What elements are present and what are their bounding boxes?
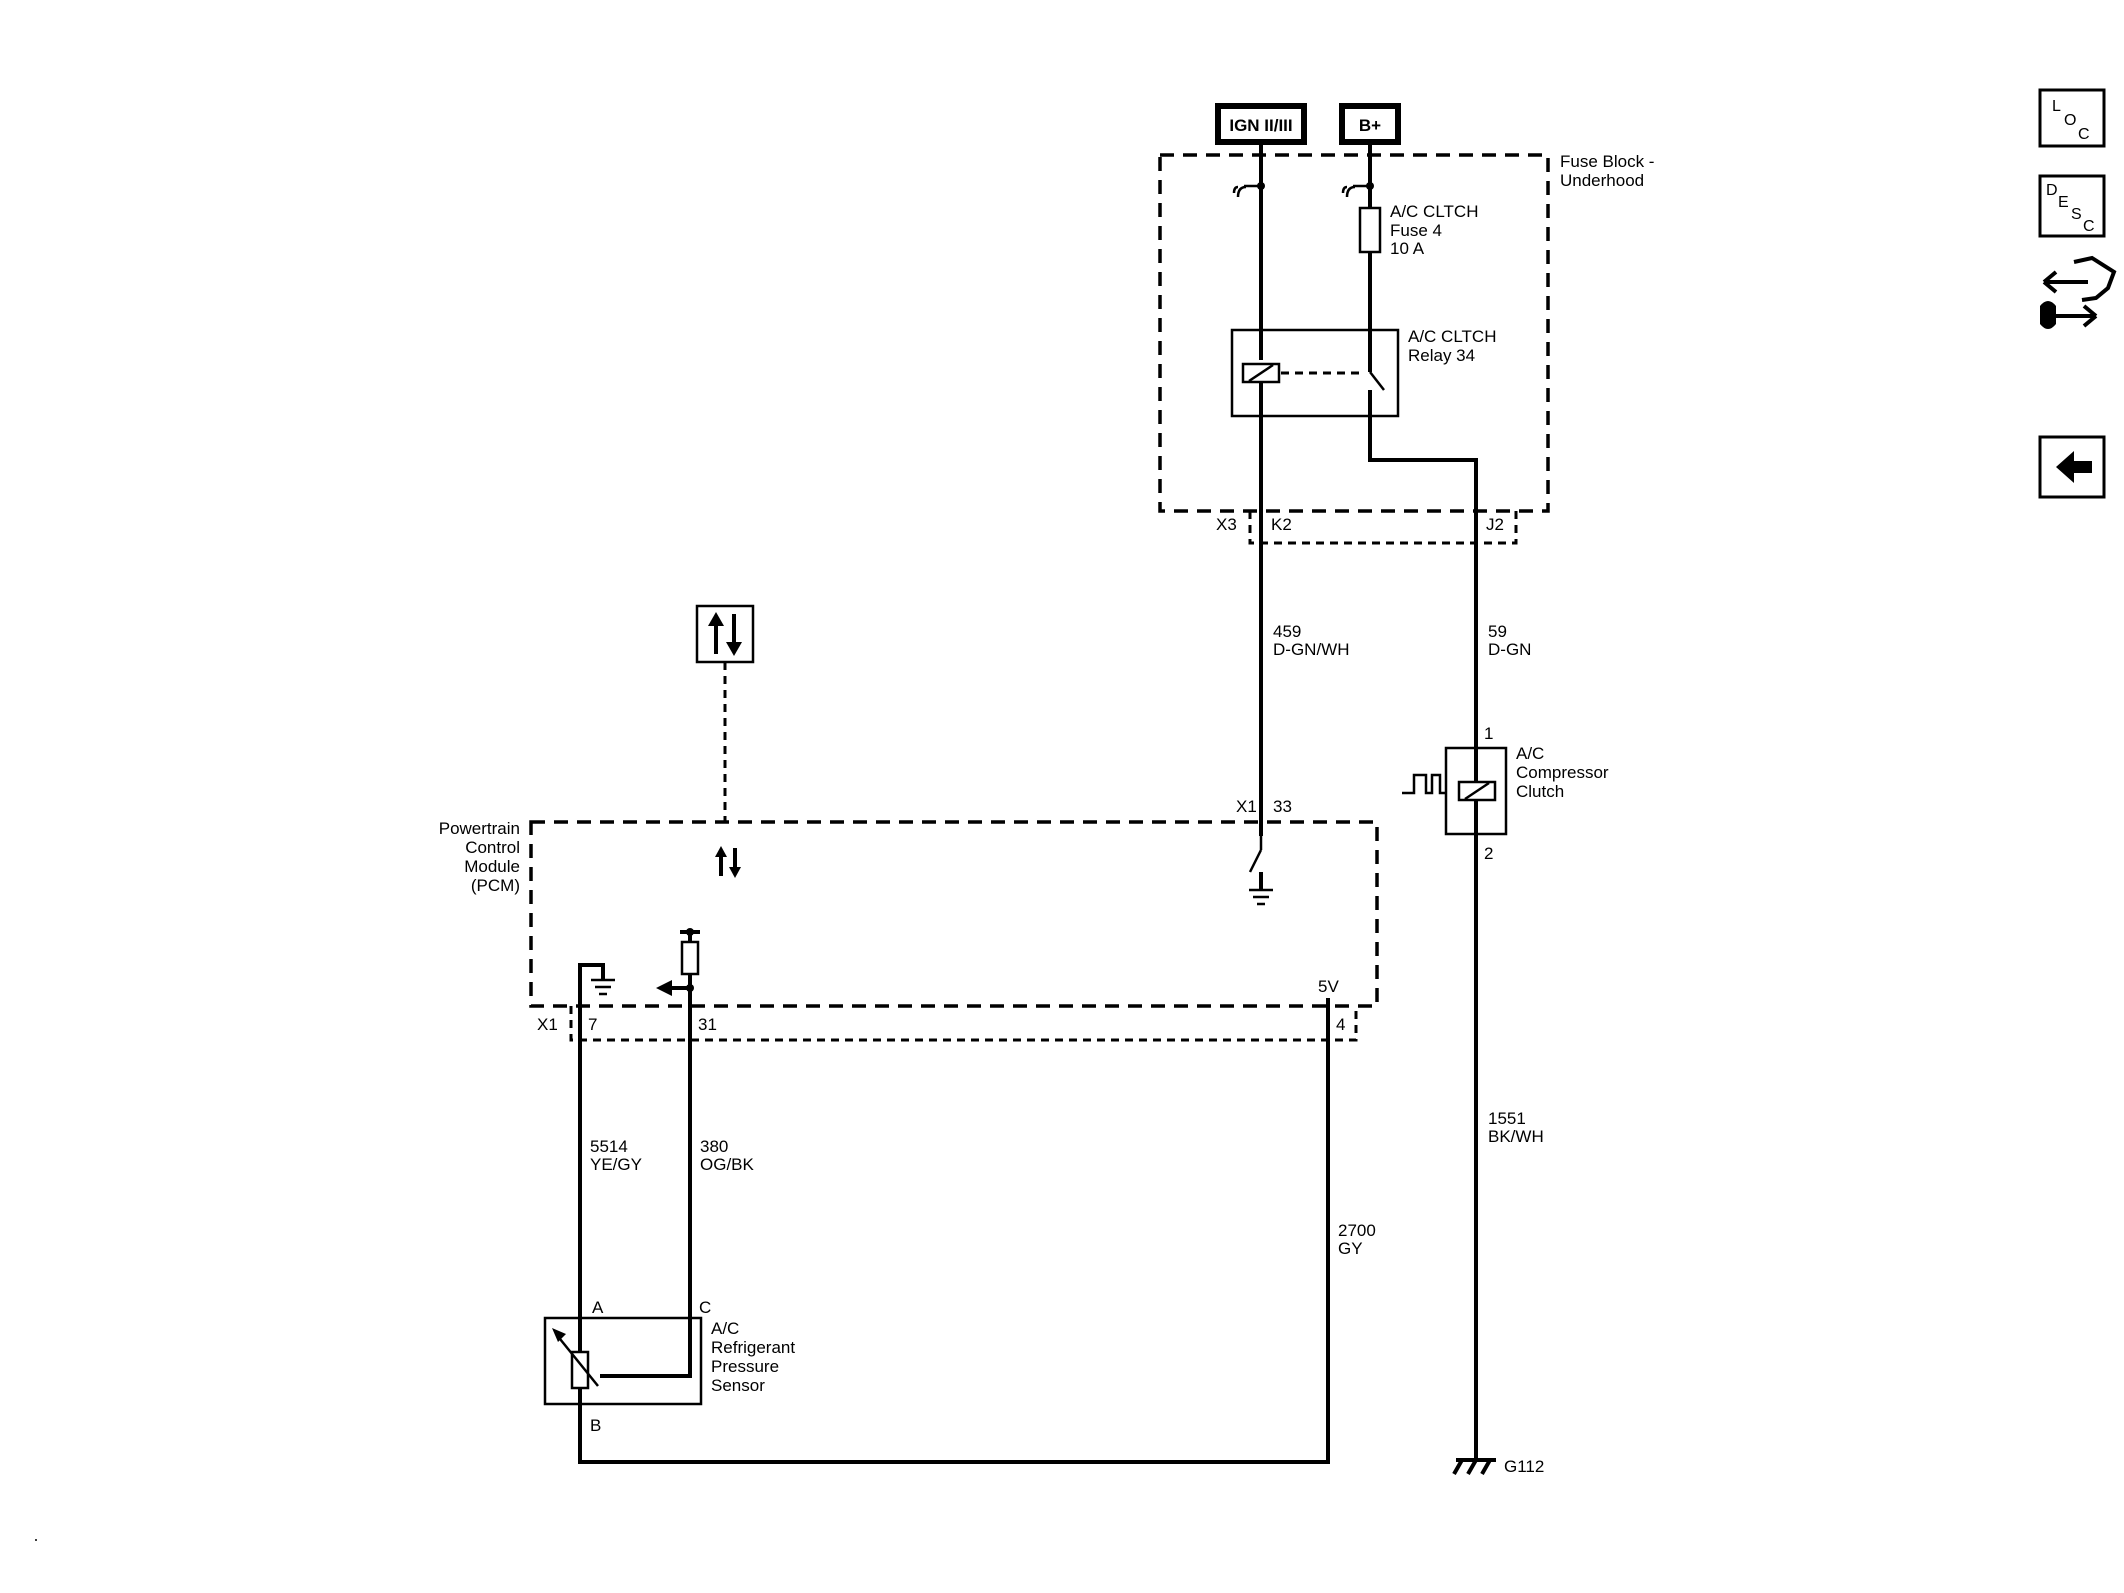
pcm-low-side-switch-icon (1248, 836, 1263, 873)
wire-380-color: OG/BK (700, 1155, 755, 1174)
clutch-label-2: Compressor (1516, 763, 1609, 782)
pin-k2-label: K2 (1271, 515, 1292, 534)
sensor-pin-c: C (699, 1298, 711, 1317)
pressure-sensor-outline (543, 1316, 703, 1406)
pcm-switch-ground-icon (1249, 888, 1273, 906)
serial-data-up-arrowhead (708, 612, 724, 626)
back-arrow-icon (2056, 451, 2092, 483)
ign-source-label: IGN II/III (1215, 103, 1307, 145)
corner-mark (35, 1539, 37, 1541)
clutch-symbol-icon (1402, 773, 1446, 795)
clutch-pin-2: 2 (1484, 844, 1493, 863)
sensor-variable-arrowhead (552, 1328, 566, 1342)
fuse-block-title-2: Underhood (1560, 171, 1644, 190)
batt-bus-bar-icon (1341, 184, 1370, 198)
fuse-icon (1358, 206, 1382, 254)
fuse-label-3: 10 A (1390, 239, 1425, 258)
wire-2700 (578, 1040, 1330, 1464)
wire-5514-number: 5514 (590, 1137, 628, 1156)
loc-letter-o: O (2064, 112, 2076, 129)
pcm-x1-bottom-label: X1 (537, 1015, 558, 1034)
desc-letter-e: E (2058, 194, 2069, 211)
pcm-label-4: (PCM) (471, 876, 520, 895)
clutch-pin-1: 1 (1484, 724, 1493, 743)
wire-459-number: 459 (1273, 622, 1301, 641)
wire-2700-number: 2700 (1338, 1221, 1376, 1240)
wire-59-color: D-GN (1488, 640, 1531, 659)
pcm-pin-33: 33 (1273, 797, 1292, 816)
pcm-connector-outline (569, 1006, 1358, 1042)
pcm-outline (529, 820, 1379, 1008)
sensor-variable-arrow-icon (555, 1333, 599, 1387)
serial-data-icon-box (695, 604, 755, 664)
description-nav-button[interactable]: D E S C (2038, 174, 2106, 238)
desc-letter-s: S (2071, 206, 2082, 223)
batt-splice-dot (1366, 182, 1374, 190)
ign-source-text: IGN II/III (1229, 116, 1292, 135)
relay-label-2: Relay 34 (1408, 346, 1475, 365)
sensor-label-2: Refrigerant (711, 1338, 795, 1357)
pcm-label-2: Control (465, 838, 520, 857)
relay-label-1: A/C CLTCH (1408, 327, 1496, 346)
wire-59-number: 59 (1488, 622, 1507, 641)
relay-switch-output-wire (1368, 390, 1478, 540)
pcm-pin-7: 7 (588, 1015, 597, 1034)
pcm-signal-arrowhead-icon (656, 980, 672, 996)
pcm-pin-31: 31 (698, 1015, 717, 1034)
pcm-pullup-wire-top (680, 930, 700, 942)
pcm-pullup-resistor-icon (680, 940, 700, 976)
ign-splice-dot (1257, 182, 1265, 190)
wire-1551-number: 1551 (1488, 1109, 1526, 1128)
fuse-block-outline (1158, 153, 1550, 513)
back-nav-button[interactable] (2038, 435, 2106, 499)
ground-g112-label: G112 (1504, 1457, 1544, 1476)
sensor-pin-a: A (592, 1298, 604, 1317)
fuse-label-1: A/C CLTCH (1390, 202, 1478, 221)
pcm-x1-top-label: X1 (1236, 797, 1257, 816)
wire-459-color: D-GN/WH (1273, 640, 1349, 659)
pcm-pin7-ground-icon (591, 978, 615, 996)
sensor-internal-wires (578, 1318, 692, 1404)
desc-letter-d: D (2046, 182, 2058, 199)
serial-data-down-arrowhead (726, 642, 742, 656)
clutch-coil-diagonal (1464, 781, 1490, 801)
battery-source-text: B+ (1359, 116, 1381, 135)
wire-5514-color: YE/GY (590, 1155, 642, 1174)
wire-1551-color: BK/WH (1488, 1127, 1544, 1146)
sensor-label-4: Sensor (711, 1376, 765, 1395)
ign-bus-bar-icon (1232, 184, 1261, 198)
relay-coil-diagonal (1248, 363, 1274, 383)
battery-source-label: B+ (1339, 103, 1401, 145)
pcm-label-3: Module (464, 857, 520, 876)
sensor-label-1: A/C (711, 1319, 739, 1338)
pcm-pin-4: 4 (1336, 1015, 1345, 1034)
connector-wrench-icon[interactable] (2040, 255, 2117, 329)
sensor-label-3: Pressure (711, 1357, 779, 1376)
wire-2700-color: GY (1338, 1239, 1363, 1258)
pcm-pin7-internal-wire (578, 963, 605, 1040)
sensor-variable-resistor-icon (570, 1350, 590, 1390)
pcm-serial-up-arrowhead (715, 846, 727, 857)
fuse-block-connector-outline (1248, 511, 1518, 545)
fuse-label-2: Fuse 4 (1390, 221, 1442, 240)
pcm-label-1: Powertrain (439, 819, 520, 838)
relay-outline (1230, 328, 1400, 418)
relay-switch-contact-icon (1369, 371, 1385, 391)
loc-letter-c: C (2078, 126, 2090, 143)
clutch-label-3: Clutch (1516, 782, 1564, 801)
clutch-label-1: A/C (1516, 744, 1544, 763)
connector-x3-label: X3 (1216, 515, 1237, 534)
pcm-serial-down-arrowhead (729, 867, 741, 878)
desc-letter-c: C (2083, 218, 2095, 235)
sensor-pin-b: B (590, 1416, 601, 1435)
loc-letter-l: L (2052, 98, 2061, 115)
pcm-5v-label: 5V (1318, 977, 1339, 996)
chassis-ground-icon (1452, 1458, 1496, 1475)
location-nav-button[interactable]: L O C (2038, 88, 2106, 148)
fuse-block-title-1: Fuse Block - (1560, 152, 1654, 171)
pin-j2-label: J2 (1486, 515, 1504, 534)
wire-380-number: 380 (700, 1137, 728, 1156)
